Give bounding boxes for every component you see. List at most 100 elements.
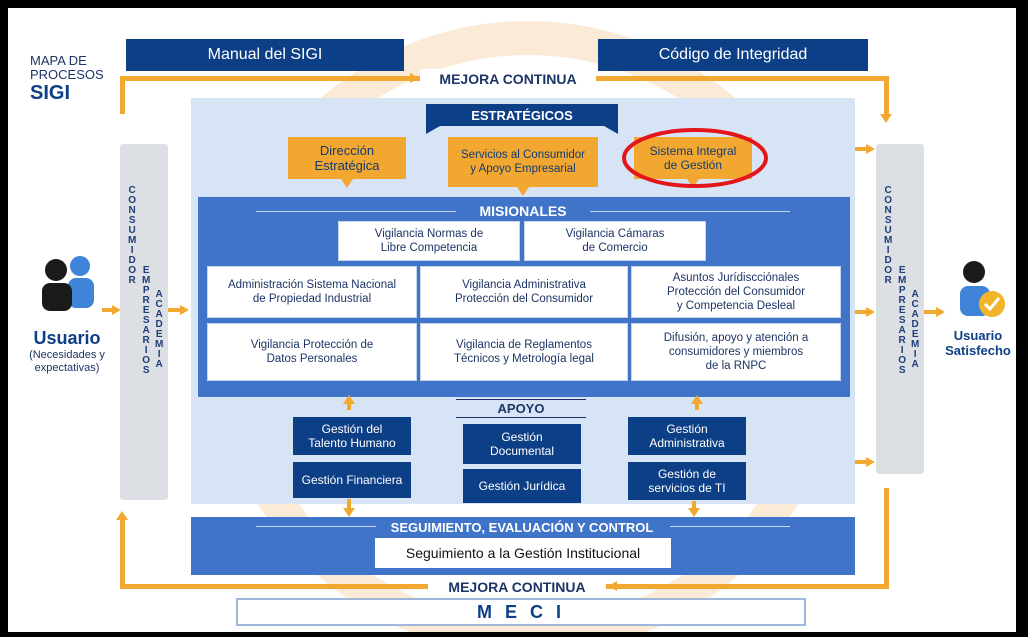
mejora-loop-top-right-line	[884, 76, 889, 114]
left-pillar-consumidor-letter: I	[130, 245, 134, 256]
right-pillar-empresarios-letter: I	[900, 345, 904, 356]
right-pillar-empresarios-letter: R	[898, 295, 906, 306]
misional-box-proteccion-consumidor[interactable]: Vigilancia Administrativa Protección del…	[420, 266, 628, 318]
seguimiento-header: SEGUIMIENTO, EVALUACIÓN Y CONTROL	[390, 519, 654, 535]
left-pillar-consumidor-letter: O	[128, 265, 137, 276]
right-pillar-consumidor-letter: N	[884, 205, 892, 216]
left-pillar-empresarios-letter: S	[142, 365, 150, 376]
right-pillar-consumidor-letter: O	[884, 195, 893, 206]
seguimiento-gestion-box[interactable]: Seguimiento a la Gestión Institucional	[375, 538, 671, 568]
right-pillar-academia-letter: A	[911, 289, 919, 300]
right-pillar-empresarios-letter: E	[898, 265, 906, 276]
codigo-integridad-bar[interactable]: Código de Integridad	[598, 39, 868, 71]
arrow-down-sistema-icon	[687, 179, 699, 188]
gestion-financiera-box[interactable]: Gestión Financiera	[293, 462, 411, 498]
arrow-down-right-icon	[880, 114, 892, 123]
sistema-integral-gestion-box[interactable]: Sistema Integral de Gestión	[634, 137, 752, 179]
left-pillar-academia-letter: A	[155, 309, 163, 320]
usuario-arrow-icon	[112, 305, 121, 315]
usuario-satisfecho-block: Usuario Satisfecho	[940, 328, 1016, 358]
misional-box-reglamentos-tecnicos[interactable]: Vigilancia de Reglamentos Técnicos y Met…	[420, 323, 628, 381]
left-pillar-empresarios-letter: E	[142, 265, 150, 276]
left-pillar-academia-letter: I	[157, 349, 161, 360]
right-pillar-empresarios-letter: P	[898, 285, 906, 296]
left-pillar	[120, 144, 168, 500]
right-pillar-consumidor-letter: M	[884, 235, 893, 246]
left-pillar-academia-letter: E	[155, 329, 163, 340]
arrow-down-seguimiento-right-icon	[688, 508, 700, 517]
usuario-connector	[102, 308, 112, 312]
right-pillar-consumidor-letter: U	[884, 225, 892, 236]
misional-box-camaras-comercio[interactable]: Vigilancia Cámaras de Comercio	[524, 221, 706, 261]
gestion-juridica-box[interactable]: Gestión Jurídica	[463, 469, 581, 503]
gestion-administrativa-box[interactable]: Gestión Administrativa	[628, 417, 746, 455]
left-pillar-consumidor-letter: S	[128, 215, 136, 226]
right-pillar	[876, 144, 924, 474]
arrow-up-left-icon	[116, 511, 128, 520]
corner-title-line1: MAPA DE	[30, 53, 87, 68]
misional-box-libre-competencia[interactable]: Vigilancia Normas de Libre Competencia	[338, 221, 520, 261]
gestion-servicios-ti-box[interactable]: Gestión de servicios de TI	[628, 462, 746, 500]
right-pillar-consumidor-letter: C	[884, 185, 892, 196]
estrategicos-header-shape	[426, 104, 618, 134]
meci-bar[interactable]: M E C I	[236, 598, 806, 626]
gestion-documental-box[interactable]: Gestión Documental	[463, 424, 581, 464]
misional-box-asuntos-juridiccionales[interactable]: Asuntos Jurídiscciónales Protección del …	[631, 266, 841, 318]
misional-box-datos-personales[interactable]: Vigilancia Protección de Datos Personale…	[207, 323, 417, 381]
right-pillar-empresarios-letter: A	[898, 325, 906, 336]
mejora-bottom-arrow-icon	[608, 581, 617, 591]
right-pillar-empresarios-letter: M	[898, 275, 907, 286]
servicios-consumidor-box[interactable]: Servicios al Consumidor y Apoyo Empresar…	[448, 137, 598, 187]
right-pillar-academia-letter: E	[911, 329, 919, 340]
left-pillar-academia-letter: A	[155, 359, 163, 370]
right-pillar-arrow-icon	[936, 307, 945, 317]
usuario-satisfecho-title1: Usuario	[953, 328, 1003, 343]
right-pillar-empresarios-letter: S	[898, 315, 906, 326]
arrow-down-seguimiento-left-icon	[343, 508, 355, 517]
estrategicos-header: ESTRATÉGICOS	[471, 107, 573, 123]
apoyo-header: APOYO	[497, 400, 545, 416]
left-pillar-consumidor-letter: R	[128, 275, 136, 286]
right-pillar-academia-letter: M	[911, 339, 920, 350]
left-pillar-consumidor-letter: M	[128, 235, 137, 246]
mejora-continua-top-label: MEJORA CONTINUA	[420, 69, 596, 89]
arrow-up-apoyo-left-icon	[343, 395, 355, 404]
left-pillar-empresarios-letter: E	[142, 305, 150, 316]
arrow-down-servicios-icon	[517, 187, 529, 196]
manual-sigi-bar[interactable]: Manual del SIGI	[126, 39, 404, 71]
right-pillar-academia-letter: I	[913, 349, 917, 360]
left-pillar-academia-letter: A	[155, 289, 163, 300]
left-pillar-academia-letter: C	[155, 299, 163, 310]
corner-title: MAPA DE PROCESOS SIGI	[30, 53, 104, 105]
right-pillar-consumidor-letter: R	[884, 275, 892, 286]
direccion-estrategica-box[interactable]: Dirección Estratégica	[288, 137, 406, 179]
mejora-loop-top-left-line	[120, 76, 125, 114]
right-pillar-consumidor-letter: I	[886, 245, 890, 256]
arrow-down-direccion-icon	[341, 179, 353, 188]
left-pillar-arrow-icon	[180, 305, 189, 315]
right-pillar-empresarios-letter: O	[898, 355, 907, 366]
misional-box-difusion-apoyo[interactable]: Difusión, apoyo y atención a consumidore…	[631, 323, 841, 381]
left-pillar-academia-letter: M	[155, 339, 164, 350]
gestion-talento-humano-box[interactable]: Gestión del Talento Humano	[293, 417, 411, 455]
usuario-satisfecho-title2: Satisfecho	[945, 343, 1011, 358]
left-pillar-consumidor-letter: N	[128, 205, 136, 216]
left-pillar-empresarios-letter: S	[142, 315, 150, 326]
right-pillar-academia-letter: D	[911, 319, 919, 330]
left-pillar-consumidor-letter: C	[128, 185, 136, 196]
left-pillar-empresarios-letter: R	[142, 295, 150, 306]
left-pillar-consumidor-letter: D	[128, 255, 136, 266]
right-pillar-academia-letter: C	[911, 299, 919, 310]
left-pillar-empresarios-letter: M	[142, 275, 151, 286]
left-pillar-empresarios-letter: R	[142, 335, 150, 346]
right-arrow-3-icon	[866, 457, 875, 467]
left-pillar-consumidor-letter: U	[128, 225, 136, 236]
left-pillar-empresarios-letter: A	[142, 325, 150, 336]
left-pillar-academia-letter: D	[155, 319, 163, 330]
mejora-top-arrow-icon	[410, 73, 419, 83]
misional-box-propiedad-industrial[interactable]: Administración Sistema Nacional de Propi…	[207, 266, 417, 318]
